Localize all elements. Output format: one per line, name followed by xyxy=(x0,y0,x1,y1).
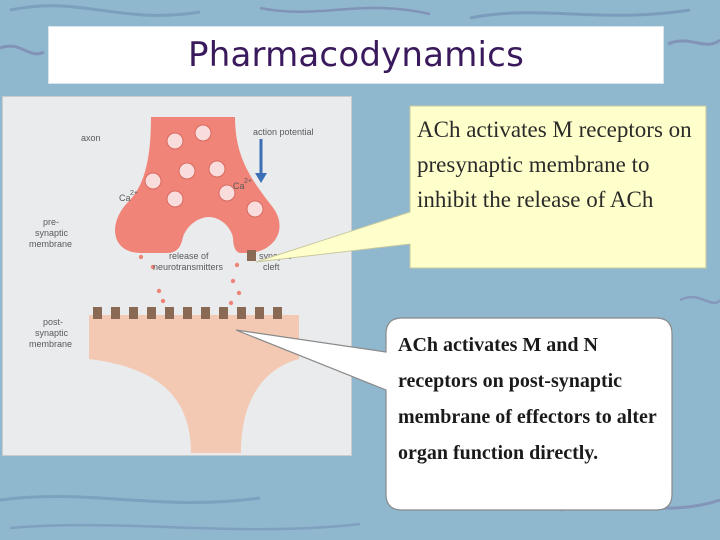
callout-presynaptic-lead: ACh xyxy=(417,117,461,142)
label-ca-right: Ca xyxy=(233,181,245,191)
title-box: Pharmacodynamics xyxy=(48,26,664,84)
label-cleft-2: cleft xyxy=(263,262,280,272)
label-postsynaptic-1: post- xyxy=(43,317,63,327)
callout-presynaptic-body: activates M receptors on presynaptic mem… xyxy=(417,117,692,212)
callout-postsynaptic-balloon xyxy=(235,317,673,511)
label-ca-left: Ca xyxy=(119,193,131,203)
label-presynaptic-1: pre- xyxy=(43,217,59,227)
label-axon: axon xyxy=(81,133,101,143)
label-presynaptic-3: membrane xyxy=(29,239,72,249)
slide-title: Pharmacodynamics xyxy=(188,35,524,75)
neurotransmitter-dots xyxy=(138,234,244,306)
label-postsynaptic-2: synaptic xyxy=(35,328,69,338)
synapse-diagram: axon action potential Ca 2+ Ca 2+ pre- s… xyxy=(29,117,314,453)
vesicles xyxy=(144,124,264,218)
label-release-2: neurotransmitters xyxy=(153,262,224,272)
label-presynaptic-2: synaptic xyxy=(35,228,69,238)
action-potential-arrowhead xyxy=(255,173,267,183)
callout-postsynaptic-text: ACh activates M and N receptors on post-… xyxy=(398,334,657,464)
label-postsynaptic-3: membrane xyxy=(29,339,72,349)
callout-presynaptic-text: ACh activates M receptors on presynaptic… xyxy=(417,112,707,262)
synapse-figure: axon action potential Ca 2+ Ca 2+ pre- s… xyxy=(2,96,352,456)
label-release-1: release of xyxy=(169,251,209,261)
label-action-potential: action potential xyxy=(253,127,314,137)
postsynaptic-receptors xyxy=(93,307,282,319)
label-ca-right-superscript: 2+ xyxy=(244,178,252,185)
label-ca-left-superscript: 2+ xyxy=(130,190,138,197)
presynaptic-receptor xyxy=(247,250,256,261)
callout-presynaptic-balloon xyxy=(255,105,707,269)
presynaptic-terminal xyxy=(115,117,280,253)
postsynaptic-cell xyxy=(89,315,299,453)
